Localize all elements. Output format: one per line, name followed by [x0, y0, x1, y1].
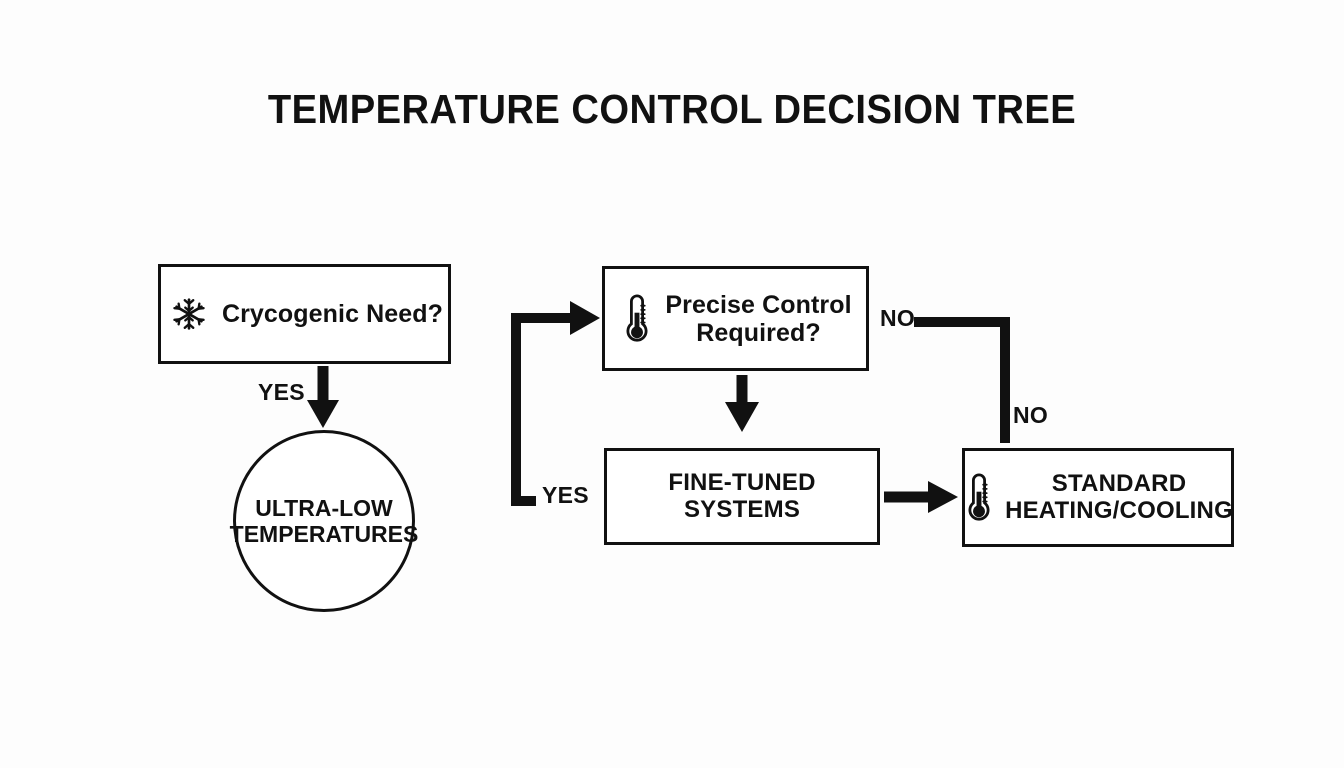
thermometer-icon	[965, 472, 993, 524]
edge-label-precise-no-down: NO	[1013, 402, 1049, 428]
snowflake-icon	[172, 297, 206, 331]
edge-label-precise-no-top: NO	[880, 305, 916, 331]
edge-cryogenic-yes-arrow	[307, 366, 339, 428]
thermometer-icon	[623, 293, 651, 345]
node-cryogenic-need[interactable]: Crycogenic Need?	[158, 264, 451, 364]
edge-label-cryogenic-yes: YES	[258, 379, 305, 405]
node-fine-tuned-systems-label: FINE-TUNED SYSTEMS	[668, 468, 816, 523]
page-title: TEMPERATURE CONTROL DECISION TREE	[267, 86, 1077, 132]
edge-label-loop-yes: YES	[542, 482, 589, 508]
node-precise-control-required-label: Precise Control Required?	[665, 290, 852, 347]
node-precise-control-required[interactable]: Precise Control Required?	[602, 266, 869, 371]
node-ultra-low-temperatures-label: ULTRA-LOW TEMPERATURES	[229, 494, 419, 547]
node-standard-heating-cooling-label: STANDARD HEATING/COOLING	[1005, 469, 1233, 524]
edge-loop-yes-path	[511, 301, 600, 506]
edge-precise-no-path	[914, 317, 1010, 443]
node-standard-heating-cooling[interactable]: STANDARD HEATING/COOLING	[962, 448, 1234, 547]
node-ultra-low-temperatures[interactable]: ULTRA-LOW TEMPERATURES	[230, 430, 418, 612]
node-fine-tuned-systems[interactable]: FINE-TUNED SYSTEMS	[604, 448, 880, 545]
edge-finetuned-to-standard-arrow	[884, 481, 958, 513]
edge-precise-to-finetuned-arrow	[725, 375, 759, 432]
node-cryogenic-need-label: Crycogenic Need?	[221, 300, 444, 328]
